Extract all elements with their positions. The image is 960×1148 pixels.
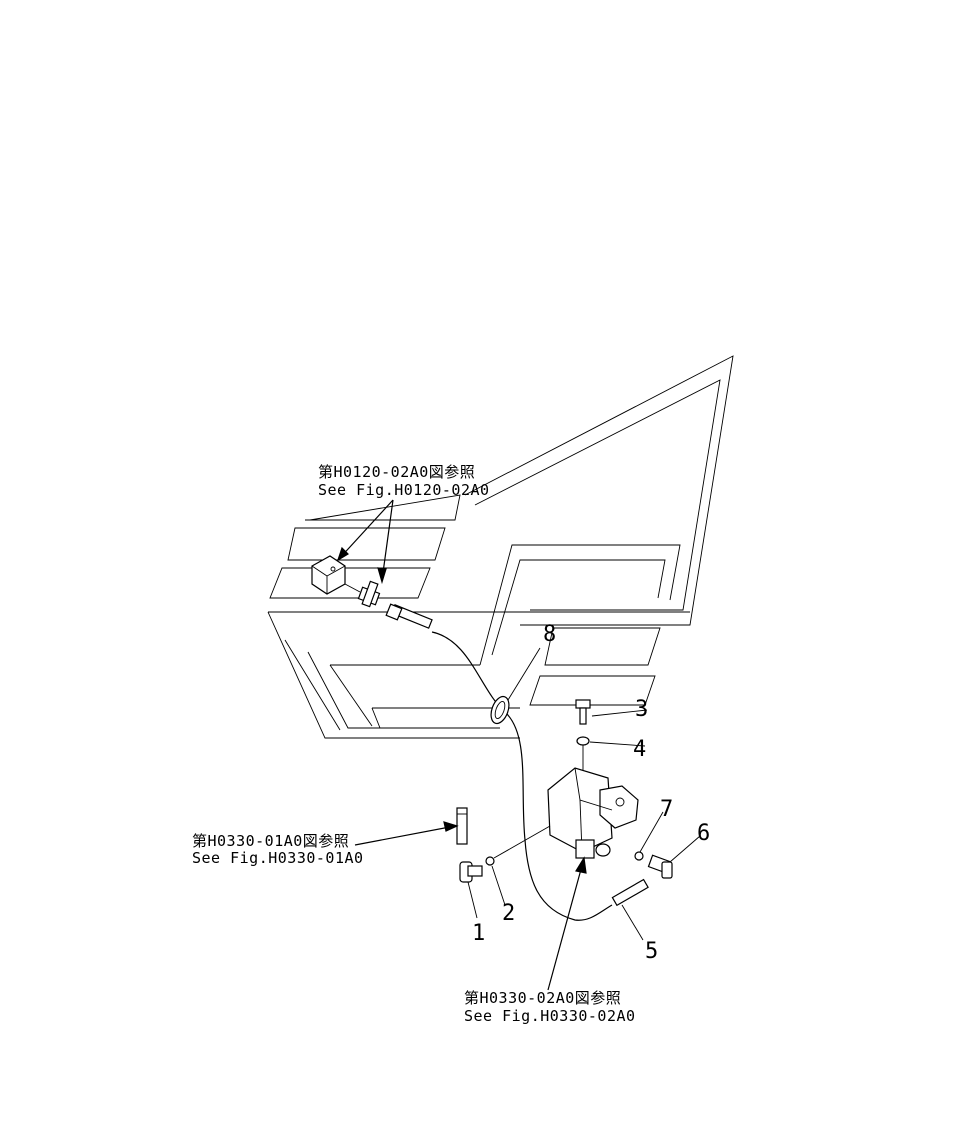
ref-h0330-01-en: See Fig.H0330-01A0: [192, 849, 364, 867]
part-number-6: 6: [697, 821, 710, 846]
upper-hose-end: [385, 603, 433, 629]
frame-outline: [267, 355, 734, 739]
ref-h0120-jp: 第H0120-02A0図参照: [318, 463, 475, 481]
tee-fitting: [344, 580, 381, 608]
lower-hose-end: [611, 878, 649, 907]
hose-clamp: [490, 695, 510, 725]
main-valve-body: [547, 767, 639, 859]
part-number-7: 7: [660, 797, 673, 822]
reference-arrows: [336, 499, 587, 991]
ref-h0330-01-jp: 第H0330-01A0図参照: [192, 832, 349, 850]
part-number-8: 8: [543, 622, 556, 647]
ref-h0120-en: See Fig.H0120-02A0: [318, 481, 490, 499]
part-number-3: 3: [635, 697, 648, 722]
straight-connector: [456, 807, 468, 845]
o-ring-left: [485, 856, 495, 866]
hose-line: [431, 631, 613, 921]
o-ring-right: [634, 851, 644, 861]
ref-h0330-02-en: See Fig.H0330-02A0: [464, 1007, 636, 1025]
elbow-fitting: [459, 861, 483, 883]
part-number-4: 4: [633, 737, 646, 762]
right-elbow-fitting: [647, 854, 673, 879]
washer: [576, 736, 590, 746]
leader-lines: [467, 647, 701, 941]
part-number-2: 2: [502, 901, 515, 926]
ref-h0330-02-jp: 第H0330-02A0図参照: [464, 989, 621, 1007]
bolt: [575, 699, 591, 725]
part-number-5: 5: [645, 939, 658, 964]
part-number-1: 1: [472, 921, 485, 946]
upper-valve-block: [311, 555, 346, 595]
